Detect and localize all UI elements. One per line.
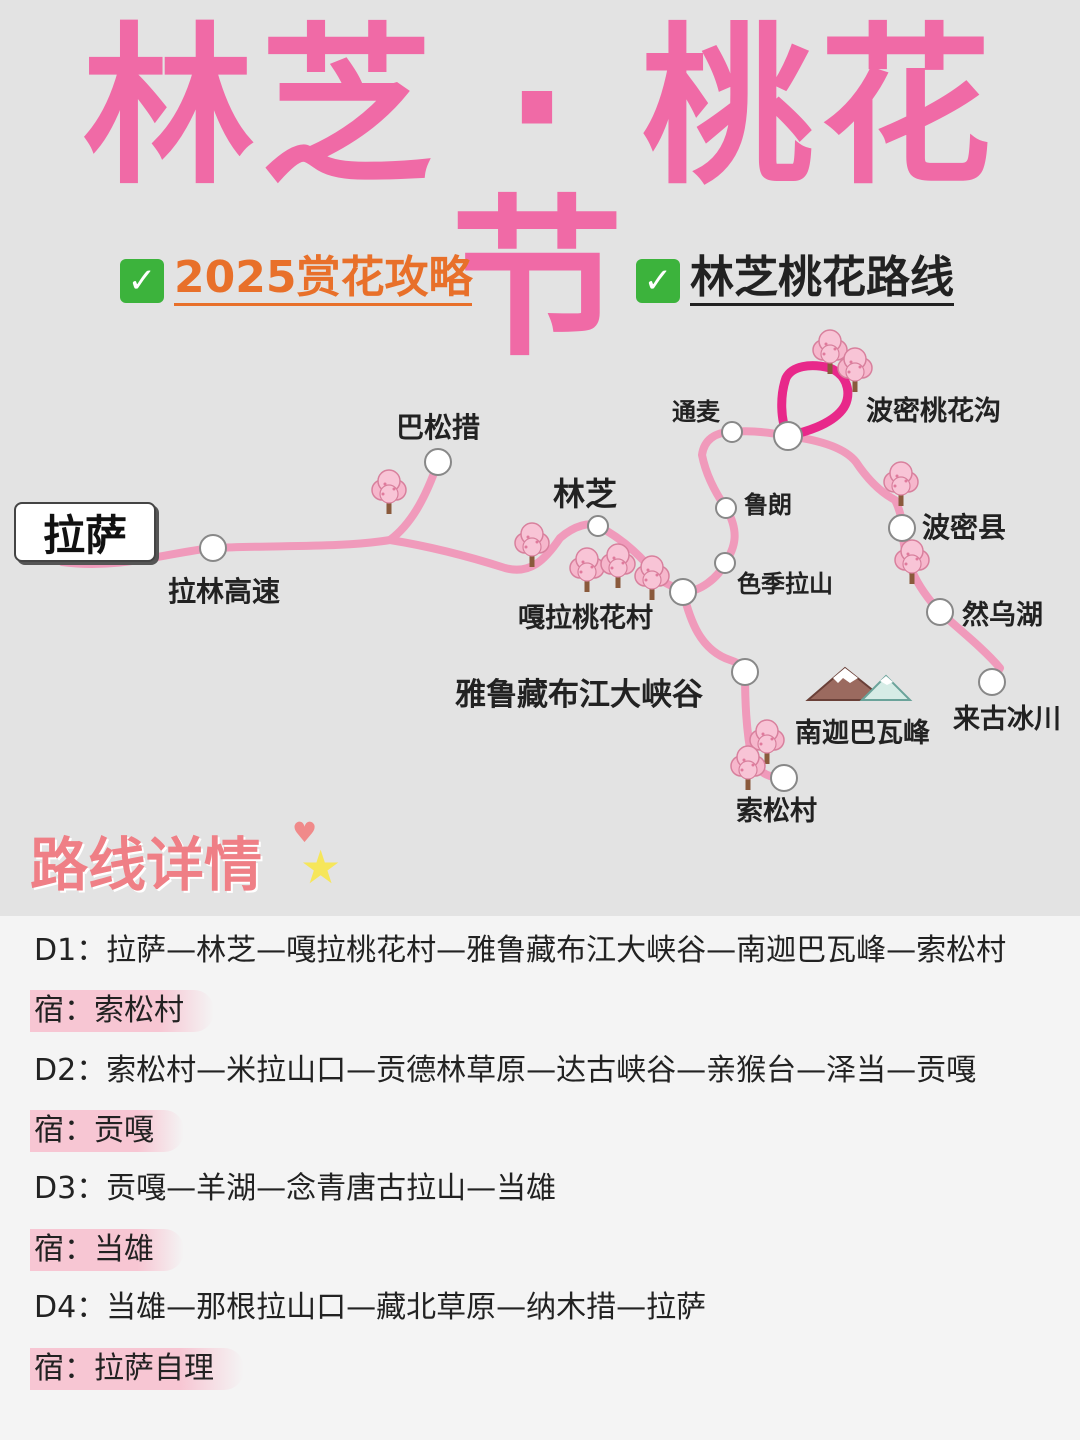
subtitle-route: ✓ 林芝桃花路线 (636, 256, 954, 306)
label-gala: 嘎拉桃花村 (518, 603, 653, 634)
label-sejila: 色季拉山 (737, 570, 833, 598)
section-heading-route-details: 路线详情 (30, 831, 263, 899)
label-bomi-county: 波密县 (922, 511, 1007, 544)
itinerary-stay-3: 宿：当雄 (30, 1229, 184, 1271)
node-yarlung (731, 658, 759, 686)
label-bomi-gou: 波密桃花沟 (866, 396, 1001, 427)
start-label-lhasa: 拉萨 (14, 502, 156, 562)
node-gala (669, 578, 697, 606)
label-suosong: 索松村 (736, 796, 817, 827)
subtitle-right-text: 林芝桃花路线 (690, 256, 954, 306)
subtitle-left-text: 2025赏花攻略 (174, 256, 473, 306)
itinerary-stay-1: 宿：索松村 (30, 990, 214, 1032)
node-sejila (714, 552, 736, 574)
node-linzhi (587, 515, 609, 537)
label-yarlung: 雅鲁藏布江大峡谷 (455, 677, 703, 713)
node-tongmai (721, 421, 743, 443)
itinerary-day-1: D1：拉萨—林芝—嘎拉桃花村—雅鲁藏布江大峡谷—南迦巴瓦峰—索松村 (34, 933, 1007, 968)
node-lulang (715, 497, 737, 519)
itinerary-panel: D1：拉萨—林芝—嘎拉桃花村—雅鲁藏布江大峡谷—南迦巴瓦峰—索松村 宿：索松村 … (0, 916, 1080, 1440)
label-laigu: 来古冰川 (953, 704, 1061, 735)
itinerary-day-4: D4：当雄—那根拉山口—藏北草原—纳木措—拉萨 (34, 1290, 707, 1325)
label-basongcuo: 巴松措 (396, 411, 481, 444)
label-tongmai: 通麦 (672, 398, 720, 426)
label-linzhi: 林芝 (553, 475, 618, 513)
checkmark-icon: ✓ (636, 259, 680, 303)
heart-icon: ♥ (292, 816, 318, 849)
itinerary-stay-4: 宿：拉萨自理 (30, 1348, 244, 1390)
label-lulang: 鲁朗 (744, 491, 792, 519)
itinerary-stay-2: 宿：贡嘎 (30, 1110, 184, 1152)
subtitle-flower-guide: ✓ 2025赏花攻略 (120, 256, 473, 306)
node-lalin (199, 534, 227, 562)
label-lalin: 拉林高速 (168, 575, 281, 608)
node-bomi-county (888, 514, 916, 542)
checkmark-icon: ✓ (120, 259, 164, 303)
node-ranwu (926, 598, 954, 626)
itinerary-day-3: D3：贡嘎—羊湖—念青唐古拉山—当雄 (34, 1171, 557, 1206)
label-namjagbarwa: 南迦巴瓦峰 (795, 718, 930, 749)
node-laigu (978, 668, 1006, 696)
mountain-icon (805, 666, 913, 701)
itinerary-day-2: D2：索松村—米拉山口—贡德林草原—达古峡谷—亲猴台—泽当—贡嘎 (34, 1053, 977, 1088)
star-icon: ★ (300, 840, 342, 894)
node-suosong (770, 764, 798, 792)
page-title: 林芝 · 桃花节 (82, 7, 998, 380)
route-map (58, 329, 1006, 792)
node-basongcuo (424, 448, 452, 476)
node-bomi-gou (773, 421, 803, 451)
label-ranwu: 然乌湖 (962, 600, 1043, 631)
